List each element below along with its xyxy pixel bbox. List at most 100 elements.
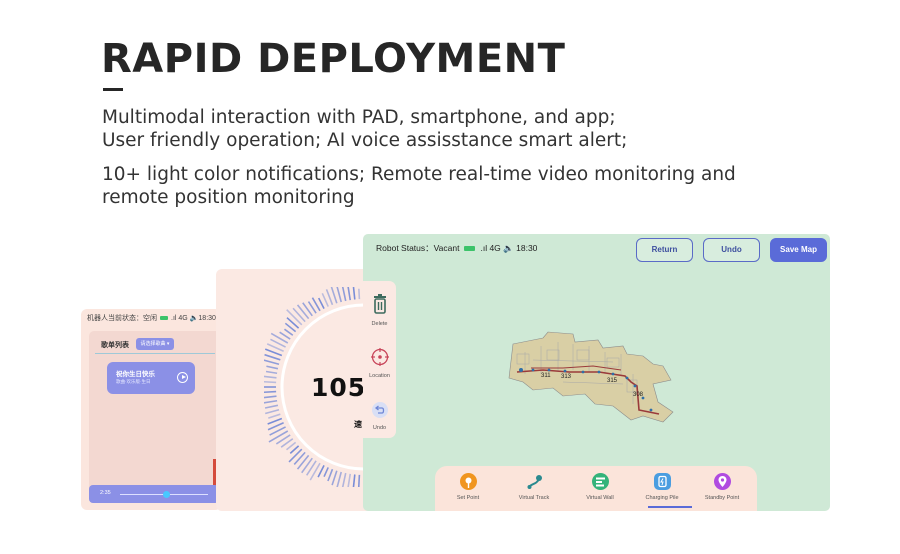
gauge-tick [330, 287, 338, 304]
robot-status-text: Robot Status：Vacant [376, 243, 460, 253]
playlist-screen: 机器人当前状态：空闲.ıl 4G 🔈18:30 歌单列表 请选择歌曲 ▾ 祝你生… [81, 309, 221, 510]
tool-delete[interactable]: Delete [363, 293, 396, 327]
gauge-tick [288, 448, 303, 463]
gauge-tick [331, 470, 338, 486]
status-time: 18:30 [198, 315, 216, 322]
gauge-tick [321, 293, 329, 307]
gauge-tick [317, 465, 325, 478]
feature-line: Multimodal interaction with PAD, smartph… [102, 107, 616, 128]
elapsed-time: 2:35 [100, 490, 111, 496]
room-label: 311 [541, 373, 551, 379]
gauge-tick [336, 471, 342, 487]
gauge-tick [336, 287, 342, 303]
gauge-tick [265, 370, 278, 375]
battery-icon [464, 246, 476, 252]
divider [95, 353, 215, 354]
room-label: 313 [561, 374, 572, 380]
gauge-tick [264, 348, 283, 357]
gauge-tick [347, 287, 352, 301]
room-label: 315 [607, 378, 618, 384]
map-editor-screen: Robot Status：Vacant.ıl 4G 🔈 18:30 Return… [363, 234, 830, 511]
room-label: 308 [633, 392, 644, 398]
playlist-title: 歌单列表 [101, 342, 129, 349]
song-subtitle: 歌曲·欢乐版·生日 [116, 379, 151, 384]
tool-set-point[interactable]: Set Point [437, 473, 499, 501]
gauge-tick [289, 445, 300, 454]
gauge-tick [325, 289, 334, 306]
target-icon [370, 347, 390, 372]
map-tool-bar: Set Point Virtual Track Virtual Wall Cha… [435, 466, 757, 511]
gauge-tick [268, 413, 281, 419]
tool-standby-point[interactable]: Standby Point [691, 473, 753, 501]
battery-icon [160, 316, 168, 321]
floor-map[interactable]: 311 313 315 308 [503, 324, 703, 434]
gauge-tick [264, 380, 277, 384]
tool-virtual-wall[interactable]: Virtual Wall [569, 473, 631, 501]
gauge-tick [269, 426, 286, 436]
tool-virtual-track[interactable]: Virtual Track [503, 473, 565, 501]
gauge-tick [317, 297, 325, 309]
song-dropdown[interactable]: 请选择歌曲 ▾ [136, 338, 174, 350]
undo-button[interactable]: Undo [703, 238, 760, 262]
progress-knob[interactable] [163, 491, 170, 498]
map-side-tools: Delete Location Undo [363, 281, 396, 438]
feature-paragraph-1: Multimodal interaction with PAD, smartph… [102, 106, 627, 152]
gauge-tick [264, 359, 280, 365]
gauge-tick [267, 422, 284, 431]
song-item[interactable]: 祝你生日快乐 歌曲·欢乐版·生日 [107, 362, 195, 394]
gauge-tick [264, 375, 277, 379]
wall-icon [591, 473, 609, 490]
gauge-tick [265, 409, 280, 415]
gauge-tick [296, 454, 310, 470]
tool-label: Standby Point [704, 495, 740, 501]
gauge-tick [270, 332, 289, 344]
gauge-tick [311, 297, 321, 312]
undo-icon [371, 401, 389, 424]
gauge-tick [347, 473, 352, 487]
tool-label: Virtual Wall [586, 495, 614, 501]
gauge-tick [279, 331, 291, 340]
robot-status-text: 机器人当前状态：空闲 [87, 315, 157, 322]
gauge-tick [280, 438, 294, 448]
network-indicator: .ıl 4G [171, 315, 188, 322]
song-title: 祝你生日快乐 [116, 371, 155, 378]
save-map-button[interactable]: Save Map [770, 238, 827, 262]
tool-location[interactable]: Location [363, 347, 396, 379]
gauge-tick [307, 301, 317, 314]
gauge-tick [292, 307, 306, 323]
gauge-tick [284, 322, 297, 333]
standby-pin-icon [713, 473, 731, 490]
tool-label: Undo [372, 425, 387, 431]
gauge-tick [283, 328, 294, 336]
tool-charging-pile[interactable]: Charging Pile [631, 473, 693, 501]
gauge-tick [264, 390, 277, 394]
return-button[interactable]: Return [636, 238, 693, 262]
gauge-tick [341, 287, 347, 302]
gauge-tick [293, 451, 306, 465]
feature-paragraph-2: 10+ light color notifications; Remote re… [102, 163, 736, 209]
play-icon[interactable] [177, 372, 188, 383]
gauge-tick [286, 317, 300, 329]
gauge-tick [358, 288, 361, 300]
gauge-tick [264, 399, 278, 404]
feature-line: 10+ light color notifications; Remote re… [102, 164, 736, 185]
gauge-tick [286, 309, 303, 326]
status-time: 18:30 [516, 243, 538, 253]
tool-label: Delete [371, 321, 388, 327]
scroll-indicator [213, 459, 217, 491]
status-bar: 机器人当前状态：空闲.ıl 4G 🔈18:30 [87, 313, 216, 323]
robot-status-bar: Robot Status：Vacant.ıl 4G 🔈 18:30 [376, 242, 537, 254]
tool-label: Set Point [456, 495, 480, 501]
gauge-tick [286, 441, 297, 451]
charger-icon [653, 473, 671, 490]
gauge-value: 105 [311, 373, 367, 402]
gauge-tick [275, 434, 291, 445]
gauge-tick [302, 302, 313, 317]
playlist-card: 歌单列表 请选择歌曲 ▾ 祝你生日快乐 歌曲·欢乐版·生日 [89, 331, 221, 503]
tool-label: Charging Pile [645, 495, 679, 501]
tool-undo[interactable]: Undo [363, 401, 396, 431]
gauge-tick [301, 457, 313, 474]
tool-label: Location [369, 373, 390, 379]
active-tool-indicator [648, 506, 692, 508]
gauge-tick [352, 287, 356, 300]
